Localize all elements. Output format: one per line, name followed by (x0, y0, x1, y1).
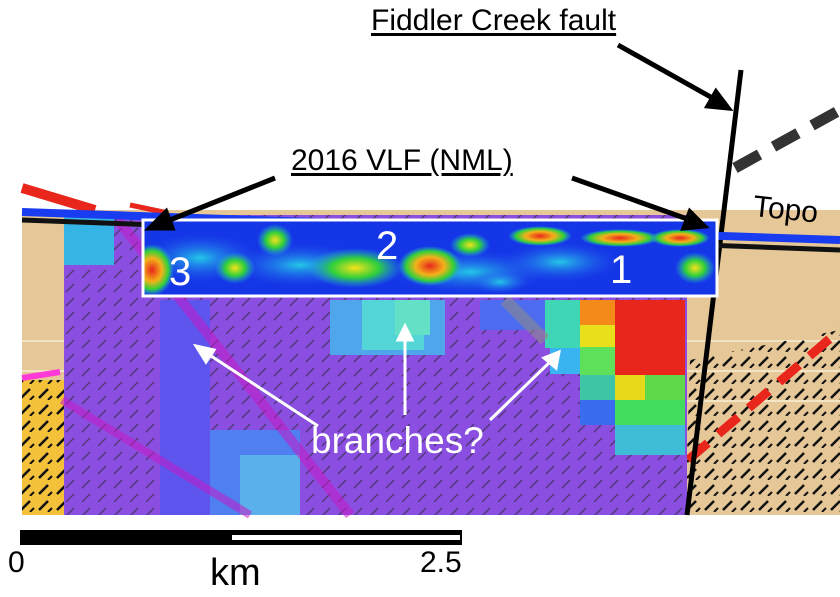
vlf-inset-border (141, 218, 719, 298)
vlf-inset (143, 220, 717, 296)
scale-max-label: 2.5 (420, 546, 462, 579)
dashed-fault-line (732, 105, 840, 173)
anomaly-label-1: 1 (610, 248, 633, 292)
scale-min-label: 0 (8, 546, 25, 579)
scale-unit-label: km (210, 552, 261, 594)
black-arrows (143, 42, 734, 231)
white-arrows (192, 322, 561, 428)
scale-bar (20, 530, 462, 545)
vlf-survey-label: 2016 VLF (NML) (291, 144, 513, 177)
fiddler-creek-fault-label: Fiddler Creek fault (371, 4, 617, 37)
branches-annotation: branches? (311, 420, 484, 461)
anomaly-label-2: 2 (376, 224, 399, 268)
topo-label: Topo (751, 190, 820, 230)
anomaly-label-3: 3 (169, 250, 192, 294)
